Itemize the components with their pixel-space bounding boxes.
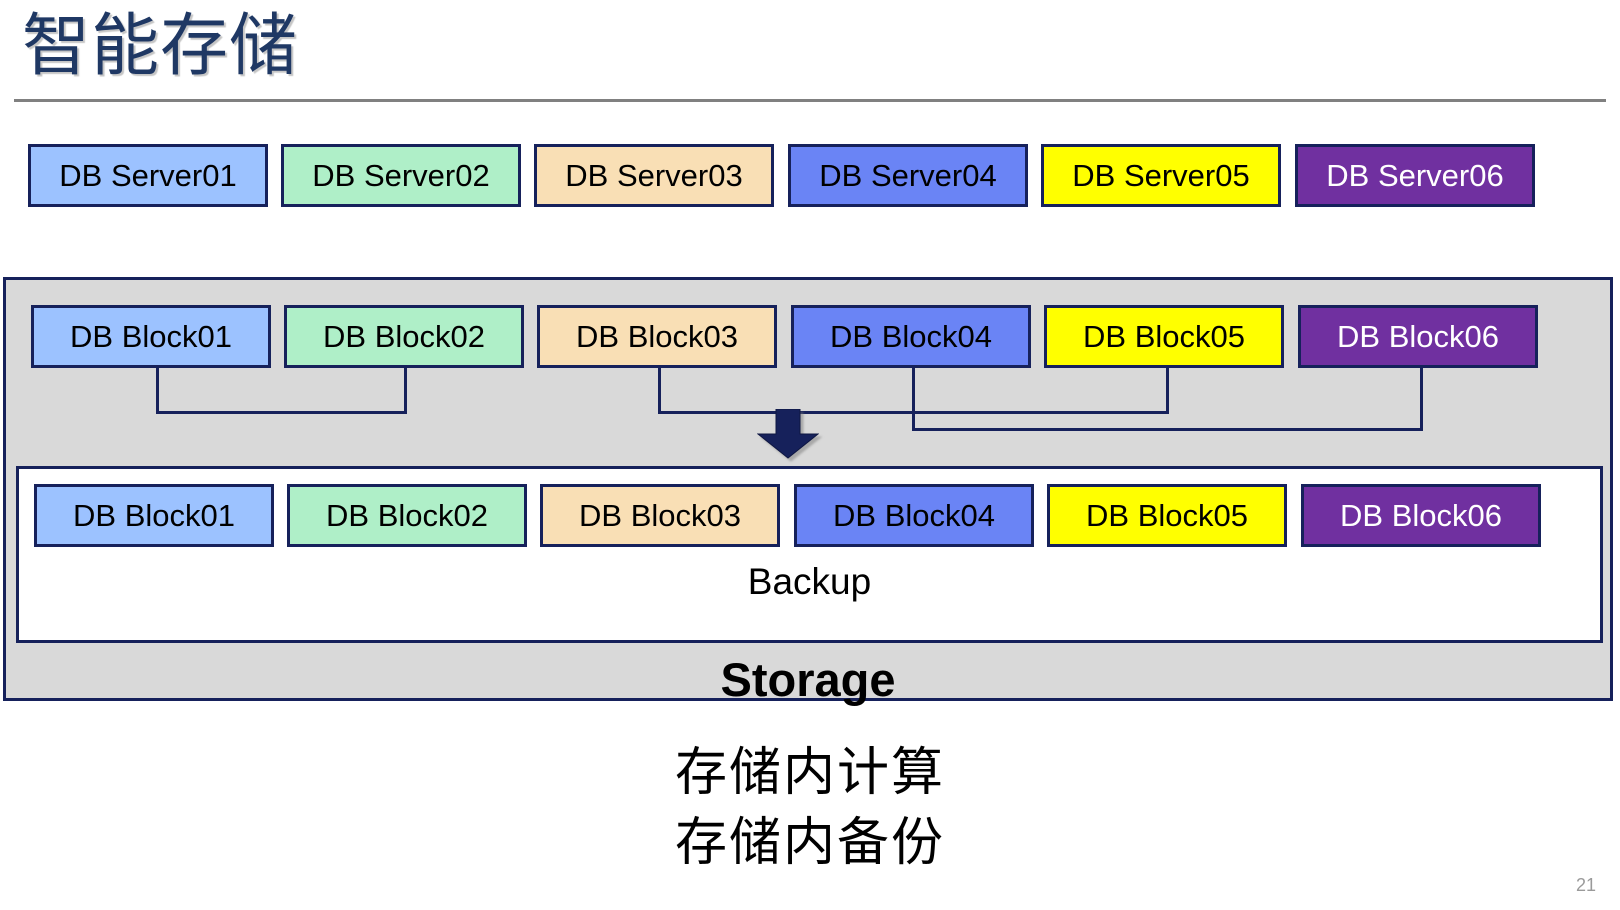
db-block-box-top-label: DB Block04 — [830, 319, 992, 354]
connector-vertical-2-1 — [658, 368, 661, 414]
page-number: 21 — [1575, 875, 1596, 895]
db-server-box-2: DB Server02 — [281, 144, 521, 207]
db-block-box-backup-1: DB Block01 — [34, 484, 274, 547]
db-server-box-label: DB Server04 — [819, 158, 997, 193]
db-server-box-1: DB Server01 — [28, 144, 268, 207]
storage-label: Storage — [720, 653, 896, 706]
connector-vertical-1-2 — [404, 368, 407, 414]
db-server-box-3: DB Server03 — [534, 144, 774, 207]
db-block-box-top-6: DB Block06 — [1298, 305, 1538, 368]
connector-vertical-1-1 — [156, 368, 159, 414]
db-block-box-backup-4: DB Block04 — [794, 484, 1034, 547]
db-server-box-label: DB Server05 — [1072, 158, 1250, 193]
db-block-box-top-3: DB Block03 — [537, 305, 777, 368]
db-server-box-label: DB Server06 — [1326, 158, 1504, 193]
db-block-box-top-5: DB Block05 — [1044, 305, 1284, 368]
db-block-box-backup-label: DB Block02 — [326, 498, 488, 533]
db-block-box-backup-label: DB Block06 — [1340, 498, 1502, 533]
db-server-box-label: DB Server02 — [312, 158, 490, 193]
db-server-box-label: DB Server03 — [565, 158, 743, 193]
connector-horizontal-3 — [912, 428, 1423, 431]
connector-vertical-3-2 — [1420, 368, 1423, 431]
storage-container: DB Block01 DB Block02 DB Block03 DB Block04… — [3, 277, 1613, 706]
backup-panel: DB Block01 DB Block02 DB Block03 DB Block04… — [16, 466, 1603, 643]
db-block-box-backup-5: DB Block05 — [1047, 484, 1287, 547]
backup-arrow-icon — [756, 408, 820, 459]
page-title: 智能存储 — [22, 8, 299, 84]
db-block-box-backup-label: DB Block04 — [833, 498, 995, 533]
db-block-box-top-label: DB Block01 — [70, 319, 232, 354]
db-server-box-label: DB Server01 — [59, 158, 237, 193]
db-server-box-6: DB Server06 — [1295, 144, 1535, 207]
db-block-box-backup-3: DB Block03 — [540, 484, 780, 547]
db-block-box-backup-label: DB Block05 — [1086, 498, 1248, 533]
db-server-box-4: DB Server04 — [788, 144, 1028, 207]
backup-label: Backup — [747, 561, 872, 602]
db-block-box-top-4: DB Block04 — [791, 305, 1031, 368]
caption-line-2: 存储内备份 — [674, 814, 945, 872]
db-block-box-backup-2: DB Block02 — [287, 484, 527, 547]
connector-vertical-3-1 — [912, 368, 915, 431]
db-server-box-5: DB Server05 — [1041, 144, 1281, 207]
db-block-box-top-2: DB Block02 — [284, 305, 524, 368]
db-block-box-top-label: DB Block06 — [1337, 319, 1499, 354]
db-block-box-backup-label: DB Block01 — [73, 498, 235, 533]
db-block-box-backup-label: DB Block03 — [579, 498, 741, 533]
connector-horizontal-1 — [156, 411, 407, 414]
connector-vertical-2-2 — [1166, 368, 1169, 414]
db-block-box-top-1: DB Block01 — [31, 305, 271, 368]
db-block-box-top-label: DB Block05 — [1083, 319, 1245, 354]
db-block-box-top-label: DB Block02 — [323, 319, 485, 354]
db-block-box-backup-6: DB Block06 — [1301, 484, 1541, 547]
title-divider — [14, 99, 1606, 102]
caption-line-1: 存储内计算 — [674, 744, 945, 802]
db-block-box-top-label: DB Block03 — [576, 319, 738, 354]
